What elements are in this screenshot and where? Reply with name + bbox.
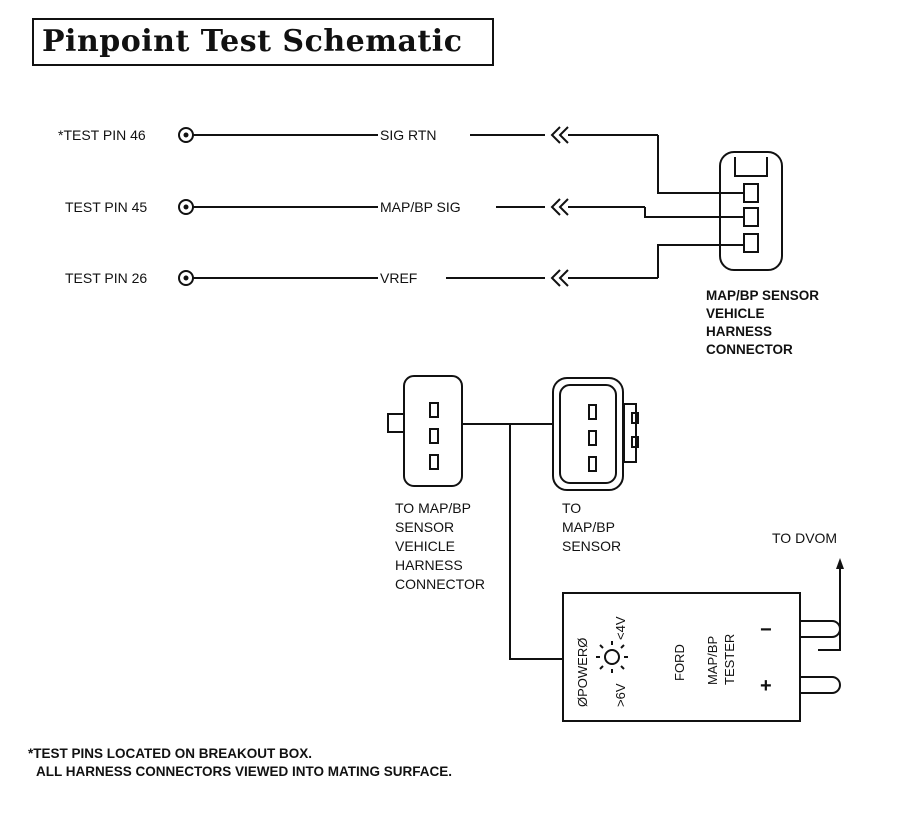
tester-minus-sign: − xyxy=(760,619,772,641)
tester-power-label: ØPOWERØ xyxy=(575,638,590,707)
svg-text:ALL HARNESS CONNECTORS VIEWED: ALL HARNESS CONNECTORS VIEWED INTO MATIN… xyxy=(36,764,452,779)
tester-plus-sign: + xyxy=(760,675,772,697)
footnote: *TEST PINS LOCATED ON BREAKOUT BOX. ALL … xyxy=(28,746,452,779)
wire-vref-label: VREF xyxy=(380,270,417,286)
tester-voltage-high-label: <4V xyxy=(613,616,628,640)
plus-lead-icon xyxy=(800,676,841,694)
indicator-lamp-icon xyxy=(604,649,620,665)
test-pin-45-row xyxy=(178,198,744,218)
tester-name-line2: TESTER xyxy=(722,634,737,685)
test-pin-26-row xyxy=(178,244,744,287)
svg-text:TO MAP/BP: TO MAP/BP xyxy=(395,500,471,516)
breakout-harness-connector-icon xyxy=(387,375,463,487)
pin-45-label: TEST PIN 45 xyxy=(65,199,147,215)
breakout-right-label: TO MAP/BP SENSOR xyxy=(562,500,621,554)
harness-connector-label: MAP/BP SENSOR VEHICLE HARNESS CONNECTOR xyxy=(706,288,819,357)
svg-text:MAP/BP: MAP/BP xyxy=(562,519,615,535)
svg-text:VEHICLE: VEHICLE xyxy=(706,306,765,321)
dvom-label: TO DVOM xyxy=(772,530,837,546)
map-bp-tester-box xyxy=(562,567,841,722)
wire-sig-rtn-label: SIG RTN xyxy=(380,127,437,143)
svg-text:MAP/BP SENSOR: MAP/BP SENSOR xyxy=(706,288,819,303)
arrow-up-icon xyxy=(836,558,844,569)
connector-chevron-icon xyxy=(550,126,569,144)
tester-brand-label: FORD xyxy=(672,644,687,681)
harness-connector-icon xyxy=(719,151,783,271)
connector-chevron-icon xyxy=(550,269,569,287)
connector-chevron-icon xyxy=(550,198,569,216)
pin-46-label: *TEST PIN 46 xyxy=(58,127,146,143)
minus-lead-icon xyxy=(800,620,841,638)
svg-text:HARNESS: HARNESS xyxy=(395,557,463,573)
test-pin-46-row xyxy=(178,126,744,194)
tester-voltage-low-label: >6V xyxy=(613,683,628,707)
breakout-left-label: TO MAP/BP SENSOR VEHICLE HARNESS CONNECT… xyxy=(395,500,485,592)
tester-name-line1: MAP/BP xyxy=(705,636,720,685)
svg-text:VEHICLE: VEHICLE xyxy=(395,538,455,554)
svg-text:SENSOR: SENSOR xyxy=(562,538,621,554)
svg-text:HARNESS: HARNESS xyxy=(706,324,772,339)
pin-26-label: TEST PIN 26 xyxy=(65,270,147,286)
svg-text:CONNECTOR: CONNECTOR xyxy=(706,342,793,357)
svg-text:SENSOR: SENSOR xyxy=(395,519,454,535)
page-title: Pinpoint Test Schematic xyxy=(32,18,494,66)
svg-text:TO: TO xyxy=(562,500,581,516)
svg-text:CONNECTOR: CONNECTOR xyxy=(395,576,485,592)
wire-map-bp-sig-label: MAP/BP SIG xyxy=(380,199,461,215)
svg-text:*TEST PINS LOCATED ON BREAKOUT: *TEST PINS LOCATED ON BREAKOUT BOX. xyxy=(28,746,312,761)
map-bp-sensor-connector-icon xyxy=(552,377,639,491)
